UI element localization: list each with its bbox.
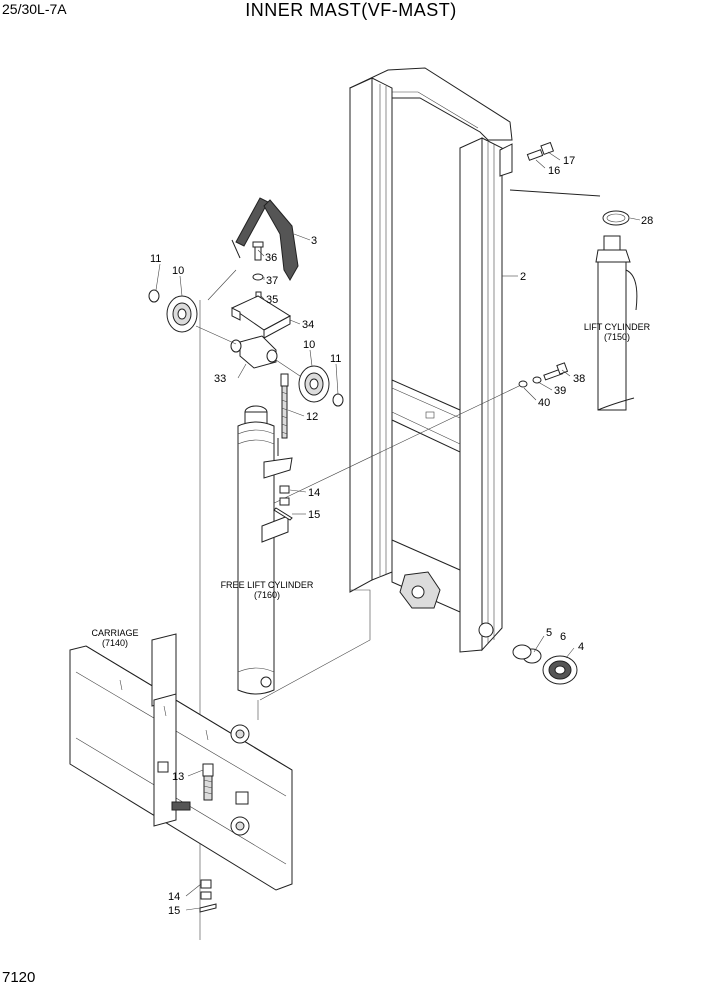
callout-numbers: 17 16 28 3 2 11 10 36 37 35 34 10 11 33 … bbox=[150, 155, 653, 917]
chain-anchor-bracket-34[interactable] bbox=[230, 295, 291, 339]
model-number: 25/30L-7A bbox=[2, 1, 67, 17]
callout-4: 4 bbox=[578, 641, 584, 653]
lift-cylinder-ref: (7150) bbox=[604, 332, 630, 342]
callout-10-left: 10 bbox=[172, 265, 184, 277]
page-title: INNER MAST(VF-MAST) bbox=[245, 0, 457, 20]
lift-cylinder-label: LIFT CYLINDER bbox=[584, 322, 651, 332]
callout-36: 36 bbox=[265, 252, 277, 264]
callout-14-upper: 14 bbox=[308, 487, 320, 499]
callout-35: 35 bbox=[266, 294, 278, 306]
mast-roller-4[interactable] bbox=[512, 644, 578, 685]
callout-28: 28 bbox=[641, 215, 653, 227]
inner-mast[interactable] bbox=[349, 67, 601, 653]
sheave-10-right[interactable] bbox=[298, 365, 344, 407]
o-ring-28 bbox=[602, 210, 630, 226]
callout-leaders bbox=[155, 151, 641, 911]
callout-40: 40 bbox=[538, 397, 550, 409]
callout-2: 2 bbox=[520, 271, 526, 283]
callout-5: 5 bbox=[546, 627, 552, 639]
free-lift-cylinder-label: FREE LIFT CYLINDER bbox=[221, 580, 314, 590]
callout-15-upper: 15 bbox=[308, 509, 320, 521]
callout-10-right: 10 bbox=[303, 339, 315, 351]
lift-cylinder[interactable] bbox=[595, 210, 638, 411]
bolt-36-nut-37[interactable] bbox=[252, 241, 264, 305]
carriage-label: CARRIAGE bbox=[91, 628, 138, 638]
callout-11-right: 11 bbox=[330, 353, 341, 365]
free-lift-cylinder[interactable] bbox=[237, 405, 293, 695]
part-name-labels: LIFT CYLINDER (7150) FREE LIFT CYLINDER … bbox=[91, 322, 650, 648]
callout-17: 17 bbox=[563, 155, 575, 167]
callout-34: 34 bbox=[302, 319, 314, 331]
lift-chain[interactable] bbox=[231, 197, 299, 281]
callout-39: 39 bbox=[554, 385, 566, 397]
callout-11-left: 11 bbox=[150, 253, 161, 265]
free-lift-cylinder-ref: (7160) bbox=[254, 590, 280, 600]
nut-14-pin-15-lower[interactable] bbox=[199, 879, 217, 913]
callout-14-lower: 14 bbox=[168, 891, 180, 903]
callout-33: 33 bbox=[214, 373, 226, 385]
bolt-38-washers[interactable] bbox=[267, 362, 569, 507]
callout-13: 13 bbox=[172, 771, 184, 783]
chain-adjuster-12[interactable] bbox=[280, 373, 289, 439]
page-number: 7120 bbox=[2, 969, 36, 986]
callout-12: 12 bbox=[306, 411, 318, 423]
nut-14-pin-15-upper[interactable] bbox=[273, 485, 293, 521]
anchor-bolt-13[interactable] bbox=[202, 763, 214, 801]
callout-6: 6 bbox=[560, 631, 566, 643]
callout-3: 3 bbox=[311, 235, 317, 247]
sheave-10-left[interactable] bbox=[148, 289, 198, 333]
callout-16: 16 bbox=[548, 165, 560, 177]
callout-37: 37 bbox=[266, 275, 278, 287]
sheave-bracket-33[interactable] bbox=[195, 325, 301, 377]
carriage[interactable] bbox=[69, 633, 293, 891]
bolt-16-17[interactable] bbox=[526, 141, 555, 161]
callout-15-lower: 15 bbox=[168, 905, 180, 917]
carriage-ref: (7140) bbox=[102, 638, 128, 648]
callout-38: 38 bbox=[573, 373, 585, 385]
